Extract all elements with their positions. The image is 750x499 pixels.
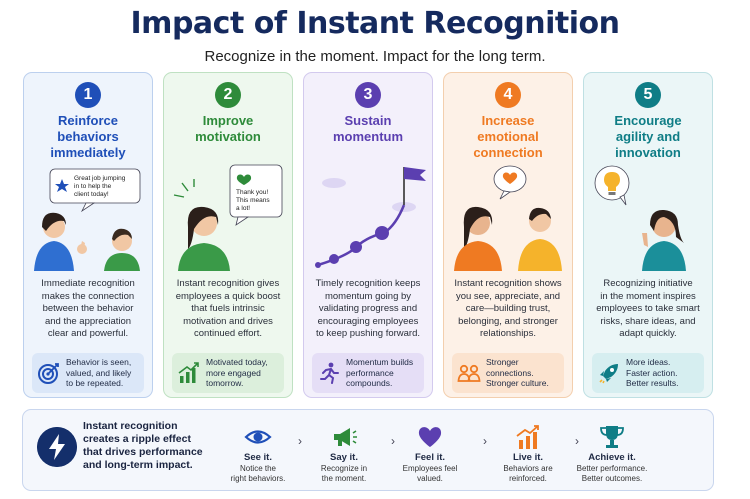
svg-text:in to help the: in to help the [74,183,112,190]
heart-icon [418,427,442,447]
page-subtitle: Recognize in the moment. Impact for the … [204,48,546,65]
people-icon [457,364,481,382]
svg-text:Thank you!: Thank you! [236,189,268,196]
flag-icon [404,167,426,181]
step-number-badge: 5 [635,82,661,108]
chevron-right-icon: › [483,434,487,448]
svg-text:client today!: client today! [74,191,109,198]
lightning-bolt-icon [37,427,77,467]
employee-with-idea-illustration [594,165,686,271]
chevron-right-icon: › [575,434,579,448]
svg-text:This means: This means [236,197,270,204]
happy-employee-illustration: Thank you! This means a lot! [173,164,283,271]
manager-praising-employee-illustration: Great job jumping in to help the client … [34,168,141,271]
step-number-badge: 1 [75,82,101,108]
step-number-badge: 4 [495,82,521,108]
chevron-right-icon: › [391,434,395,448]
card-callout: Stronger connections.Stronger culture. [452,353,564,393]
heart-icon [236,174,252,185]
runner-icon [320,362,339,384]
step-achieve-it: Achieve it. Better performance.Better ou… [571,424,653,484]
target-icon [38,363,59,384]
star-icon [55,179,69,192]
two-colleagues-connecting-illustration [454,165,562,271]
lightbulb-icon [604,172,620,191]
growth-chart-icon [178,362,199,383]
svg-text:a lot!: a lot! [236,205,250,212]
svg-text:Great job jumping: Great job jumping [74,175,126,182]
page-title: Impact of Instant Recognition [130,6,620,41]
heart-icon [502,172,518,184]
bar-chart-icon [516,425,539,449]
chevron-right-icon: › [298,434,302,448]
step-number-badge: 2 [215,82,241,108]
rocket-icon [599,364,618,384]
momentum-path-flag-illustration [315,167,426,268]
megaphone-icon [334,428,357,446]
card-callout: More ideas.Faster action.Better results. [592,353,704,393]
trophy-icon [600,426,624,448]
step-number-badge: 3 [355,82,381,108]
eye-icon [244,430,272,444]
